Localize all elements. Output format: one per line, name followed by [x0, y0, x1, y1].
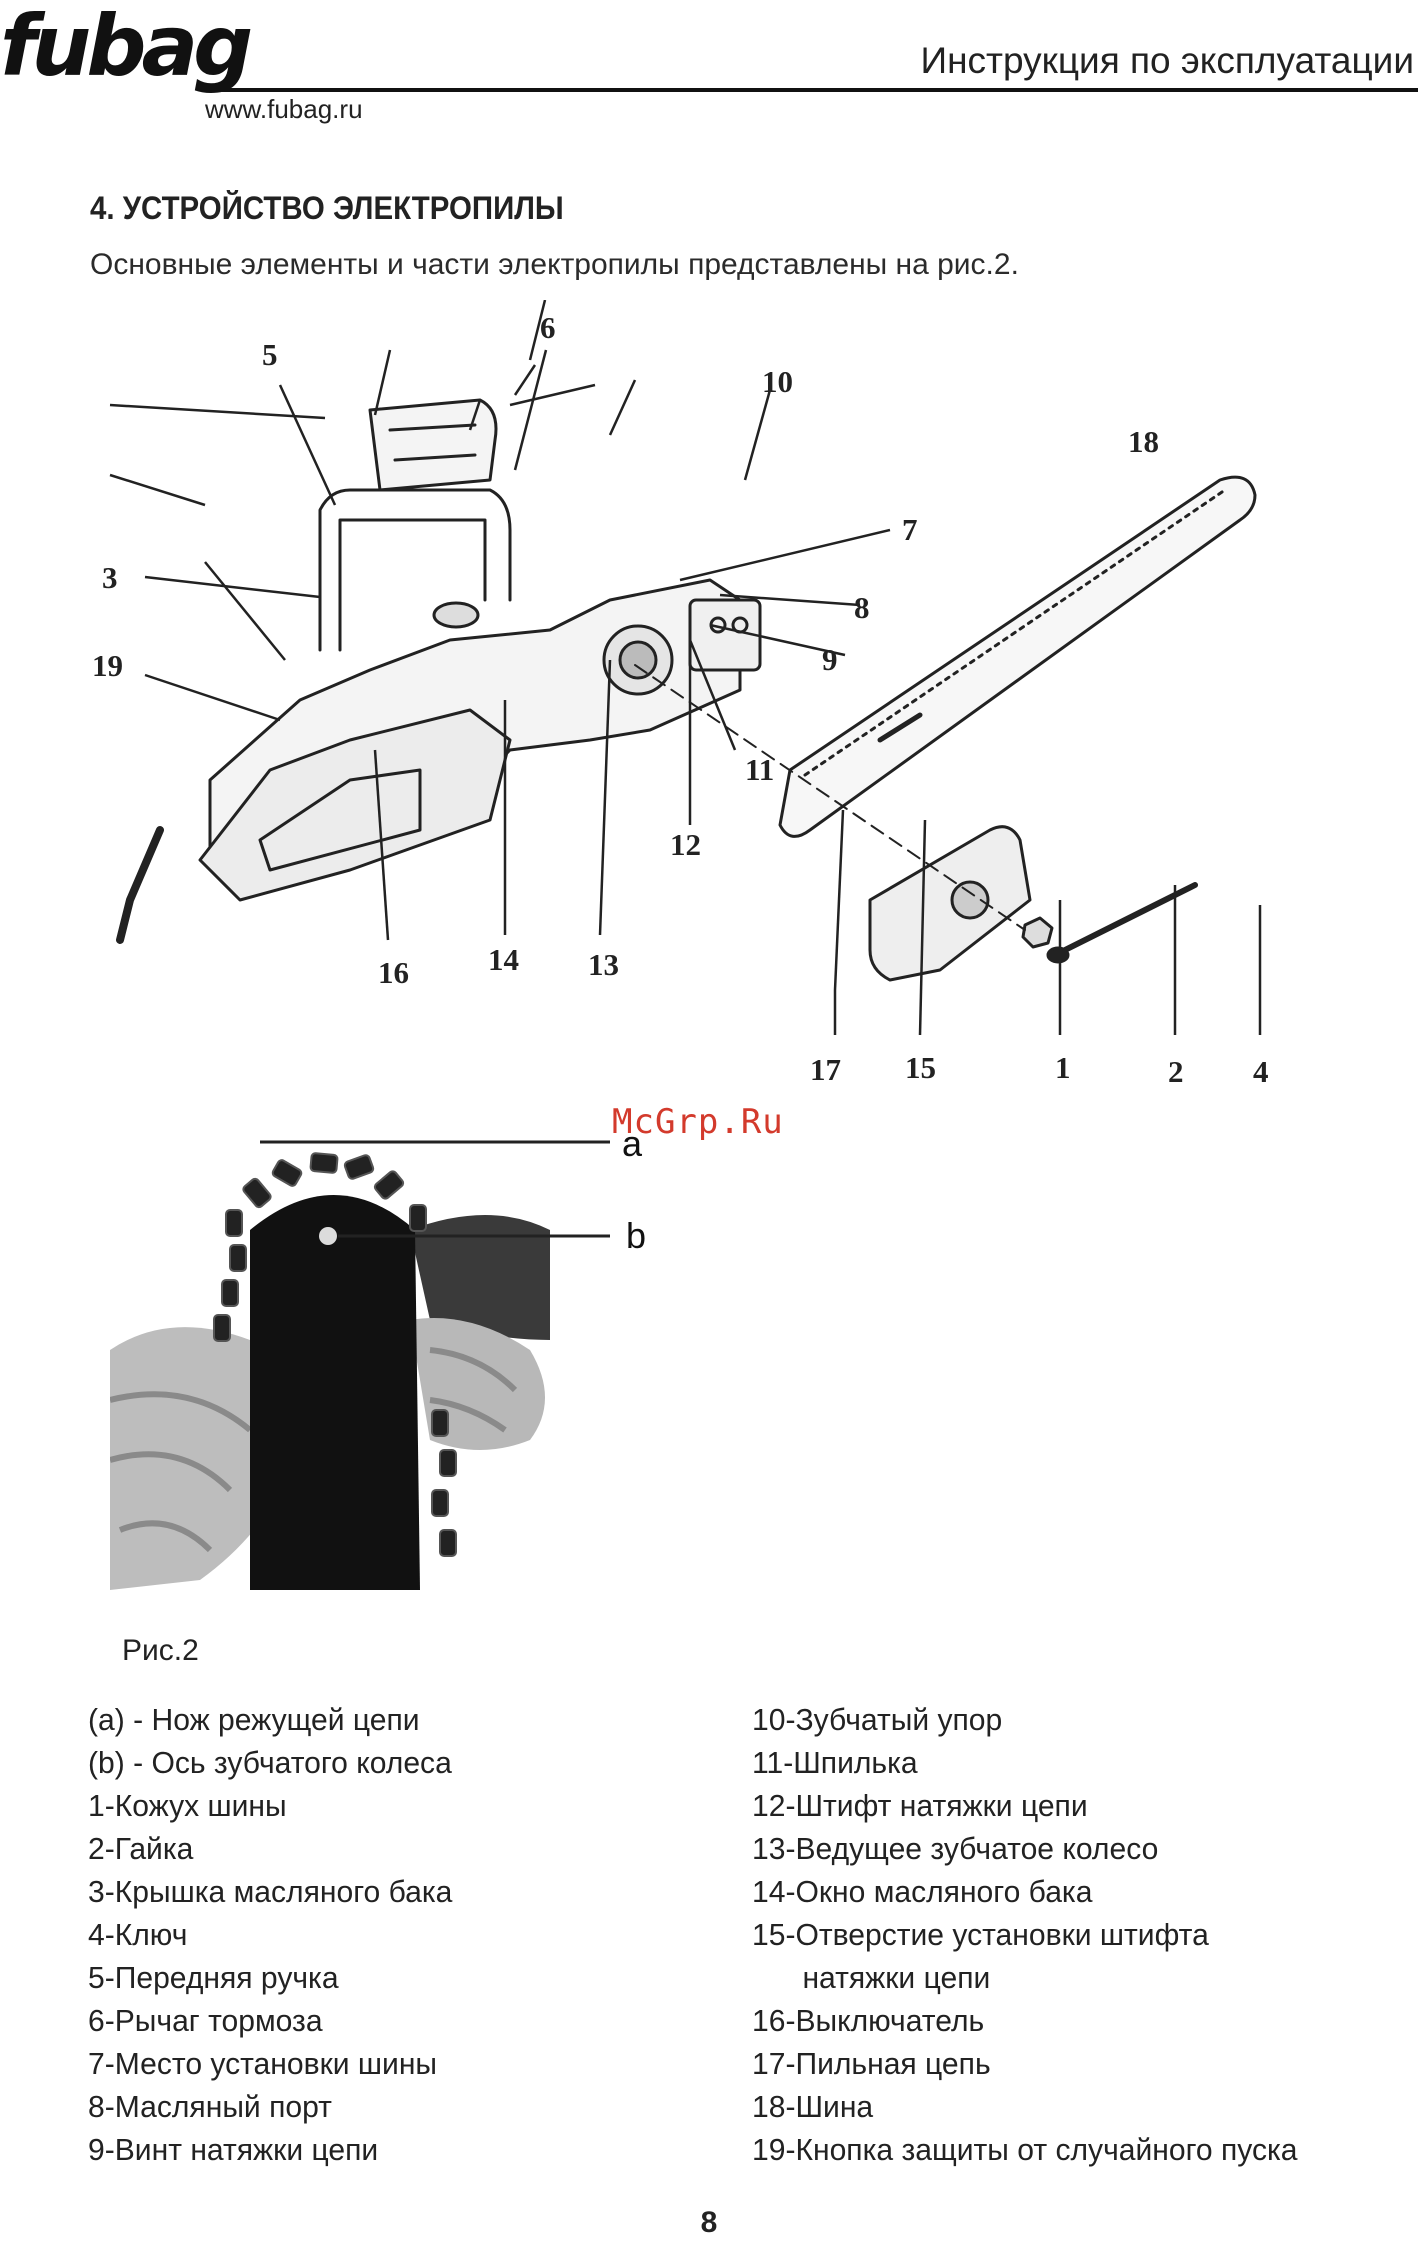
page-number: 8: [700, 2206, 718, 2239]
callout-2: 2: [1168, 1054, 1184, 1089]
callout-8: 8: [854, 590, 870, 625]
legend-item: 18-Шина: [752, 2089, 874, 2124]
legend-item: 14-Окно масляного бака: [752, 1874, 1093, 1909]
watermark: McGrp.Ru: [612, 1102, 784, 1142]
section-heading: 4. УСТРОЙСТВО ЭЛЕКТРОПИЛЫ: [90, 190, 564, 226]
parts-legend-right: 10-Зубчатый упор 11-Шпилька 12-Штифт нат…: [752, 1698, 1314, 2171]
figure-caption: Рис.2: [122, 1634, 199, 1667]
legend-item: 9-Винт натяжки цепи: [88, 2132, 379, 2167]
legend-item: 1-Кожух шины: [88, 1788, 287, 1823]
callout-numbers: 5 6 10 18 7 3 8 19 9 11 12 16 14 13 17 1…: [92, 310, 1269, 1089]
legend-item: 3-Крышка масляного бака: [88, 1874, 453, 1909]
fubag-logo: fubag: [0, 0, 253, 95]
chain-on-bar-photo: a b: [110, 1123, 646, 1590]
legend-item: 15-Отверстие установки штифта: [752, 1917, 1209, 1952]
website-url[interactable]: www.fubag.ru: [205, 94, 363, 124]
header-rule: [212, 88, 1418, 92]
callout-12: 12: [670, 827, 701, 862]
photo-label-b: b: [626, 1215, 646, 1256]
legend-item-continuation: натяжки цепи: [802, 1960, 991, 1995]
legend-item: 12-Штифт натяжки цепи: [752, 1788, 1088, 1823]
legend-item: (b) - Ось зубчатого колеса: [88, 1745, 452, 1780]
callout-5: 5: [262, 337, 278, 372]
legend-item: 16-Выключатель: [752, 2003, 985, 2038]
legend-item: 11-Шпилька: [752, 1745, 918, 1780]
callout-3: 3: [102, 560, 118, 595]
callout-15: 15: [905, 1050, 936, 1085]
legend-item: (a) - Нож режущей цепи: [88, 1702, 420, 1737]
legend-item: 2-Гайка: [88, 1831, 194, 1866]
legend-item: 8-Масляный порт: [88, 2089, 332, 2124]
legend-item: 13-Ведущее зубчатое колесо: [752, 1831, 1159, 1866]
callout-6: 6: [540, 310, 556, 345]
legend-item: 7-Место установки шины: [88, 2046, 438, 2081]
callout-11: 11: [745, 752, 774, 787]
legend-item: 5-Передняя ручка: [88, 1960, 339, 1995]
callout-16: 16: [378, 955, 409, 990]
callout-9: 9: [822, 642, 838, 677]
legend-item: 17-Пильная цепь: [752, 2046, 991, 2081]
intro-text: Основные элементы и части электропилы пр…: [90, 248, 1019, 281]
legend-item: 4-Ключ: [88, 1917, 188, 1952]
callout-10: 10: [762, 364, 793, 399]
legend-item: 19-Кнопка защиты от случайного пуска: [752, 2132, 1298, 2167]
callout-18: 18: [1128, 424, 1159, 459]
callout-19: 19: [92, 648, 123, 683]
callout-1: 1: [1055, 1050, 1071, 1085]
callout-7: 7: [902, 512, 918, 547]
chainsaw-exploded-diagram: [109, 300, 1257, 982]
callout-14: 14: [488, 942, 519, 977]
parts-legend-left: (a) - Нож режущей цепи (b) - Ось зубчато…: [88, 1698, 464, 2171]
document-title: Инструкция по эксплуатации: [920, 40, 1414, 81]
callout-13: 13: [588, 947, 619, 982]
photo-label-a: a: [622, 1123, 643, 1164]
legend-item: 10-Зубчатый упор: [752, 1702, 1003, 1737]
legend-item: 6-Рычаг тормоза: [88, 2003, 323, 2038]
callout-4: 4: [1253, 1054, 1269, 1089]
callout-17: 17: [810, 1052, 841, 1087]
